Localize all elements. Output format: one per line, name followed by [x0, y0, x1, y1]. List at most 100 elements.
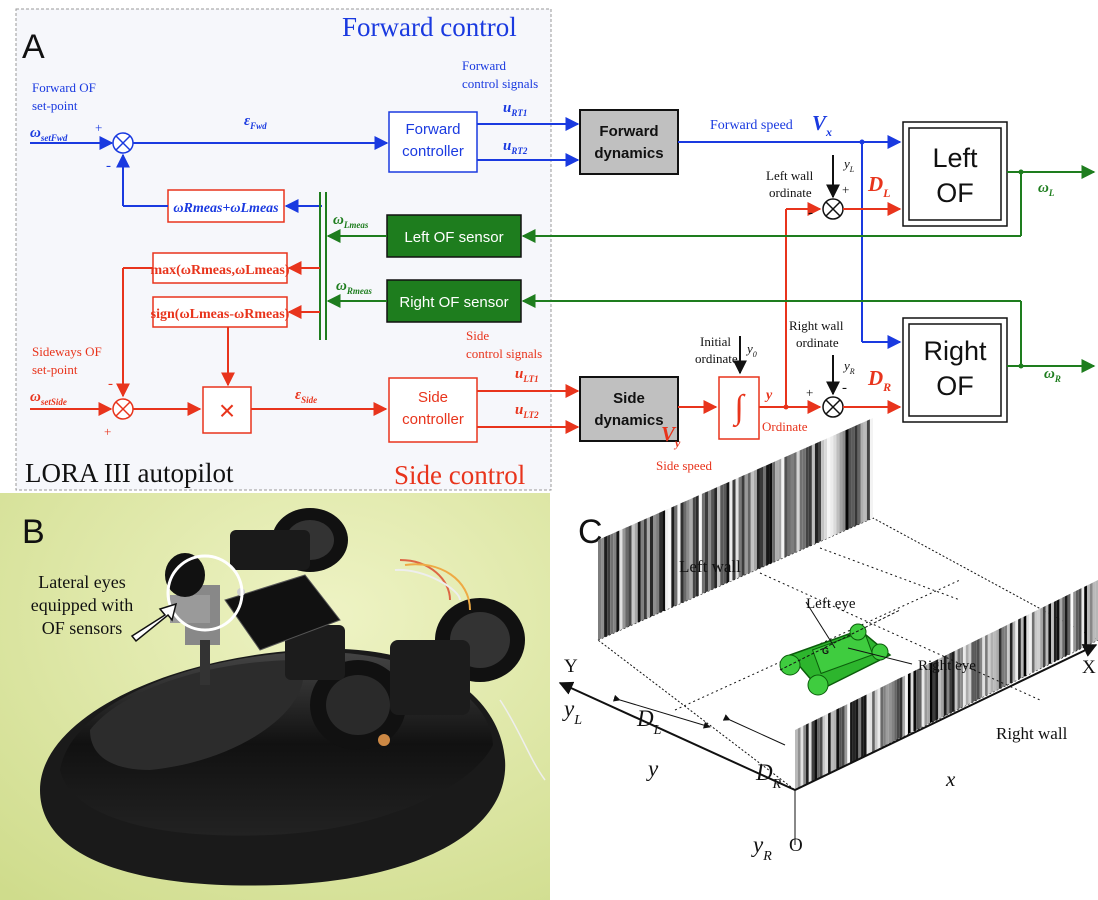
wall-stripe	[711, 488, 715, 590]
wall-stripe	[946, 653, 950, 715]
wall-stripe	[976, 638, 980, 700]
wall-stripe	[637, 521, 641, 623]
max-box-text: max(ωRmeas,ωLmeas)	[150, 263, 289, 278]
wall-stripe	[631, 523, 635, 626]
side-dynamics	[579, 376, 679, 442]
wall-stripe	[784, 455, 788, 558]
wall-stripe	[747, 472, 751, 574]
side-control-title: Side control	[394, 460, 525, 490]
wall-stripe	[814, 442, 818, 544]
wall-stripe	[960, 646, 964, 709]
vy: Vy	[661, 422, 681, 450]
wall-stripe	[968, 642, 972, 705]
g-point: G	[822, 646, 829, 656]
wall-stripe	[793, 451, 797, 554]
wall-stripe	[814, 719, 818, 781]
wall-stripe	[990, 631, 994, 694]
wall-stripe	[888, 682, 892, 744]
wall-stripe	[821, 439, 825, 542]
integral-symbol: ∫	[732, 389, 746, 428]
wall-stripe	[863, 694, 867, 756]
wall-stripe	[808, 721, 812, 784]
initial-ordinate-1: Initial	[700, 334, 731, 349]
wall-stripe	[924, 664, 928, 726]
side-dynamics-line2: dynamics	[594, 412, 663, 429]
left-of-line2: OF	[936, 178, 974, 208]
wall-stripe	[662, 510, 666, 612]
x-axis	[794, 644, 1098, 791]
left-wall-ordinate-1: Left wall	[766, 168, 814, 183]
wall-stripe	[1089, 582, 1093, 645]
wall-stripe	[653, 514, 657, 616]
wall-stripe	[1029, 612, 1032, 675]
ordinate-label: Ordinate	[762, 419, 808, 434]
wall-stripe	[787, 454, 791, 556]
eyes-arrow	[130, 602, 178, 643]
wall-stripe	[836, 708, 840, 770]
wall-stripe	[1018, 618, 1021, 680]
annotation-line1: Lateral eyes	[38, 572, 125, 592]
wall-stripe	[723, 483, 727, 585]
u-rt1: uRT1	[503, 100, 527, 118]
wall-stripe	[902, 675, 906, 737]
wall-stripe	[1020, 616, 1024, 679]
side-dynamics-line1: Side	[613, 390, 645, 407]
wall-stripe	[665, 508, 669, 611]
wall-stripe	[851, 426, 855, 528]
fwd-setpoint-line2: set-point	[32, 98, 78, 113]
wall-stripe	[601, 537, 605, 639]
wall-stripe	[880, 686, 884, 748]
wall-stripe	[796, 450, 800, 552]
wall-stripe	[1075, 589, 1079, 651]
fwd-ctrl-signals-2: control signals	[462, 76, 538, 91]
multiplier-symbol: ×	[219, 395, 235, 426]
wall-stripe	[979, 637, 983, 699]
dl-a: DL	[867, 172, 891, 200]
wall-stripe	[839, 706, 842, 769]
wall-stripe	[1062, 596, 1065, 658]
wall-stripe	[649, 515, 653, 617]
max-box	[152, 252, 288, 284]
y-c: y	[646, 756, 659, 781]
side-ctrl-signals-1: Side	[466, 328, 489, 343]
wall-stripe	[866, 693, 870, 755]
forward-speed-label: Forward speed	[710, 118, 793, 133]
wall-stripe	[616, 530, 620, 632]
wall-stripe	[819, 716, 823, 778]
wall-stripe	[1081, 586, 1085, 649]
right-wall-ordinate-1: Right wall	[789, 318, 844, 333]
wall-stripe	[845, 428, 849, 531]
wall-stripe	[720, 484, 724, 586]
wall-stripe	[963, 645, 966, 707]
wall-stripe	[753, 469, 757, 571]
wall-stripe	[677, 503, 681, 605]
wall-stripe	[855, 698, 859, 760]
wall-stripe	[640, 519, 644, 622]
wall-stripe	[1064, 595, 1068, 657]
wall-stripe	[844, 704, 848, 766]
wall-stripe	[929, 661, 933, 724]
wall-stripe	[1084, 585, 1087, 647]
fwd-minus: -	[106, 158, 111, 174]
wall-stripe	[732, 479, 736, 581]
eps-side: εSide	[295, 387, 317, 405]
omega-lmeas: ωLmeas	[333, 212, 369, 230]
lw-plus: +	[842, 182, 849, 197]
robot	[779, 609, 901, 696]
wall-stripe	[800, 725, 804, 788]
wall-stripe	[918, 667, 922, 729]
wall-stripe	[808, 445, 812, 547]
x-c: x	[945, 767, 956, 791]
wall-stripe	[799, 449, 803, 551]
wall-stripe	[1042, 605, 1046, 668]
wall-stripe	[689, 497, 693, 600]
side-plus: +	[104, 424, 111, 439]
wall-stripe	[1009, 622, 1013, 684]
right-eye-label: Right eye	[918, 658, 976, 674]
wall-stripe	[1004, 625, 1008, 687]
initial-ordinate-2: ordinate	[695, 351, 738, 366]
wall-stripe	[1059, 597, 1063, 660]
wall-stripe	[811, 443, 815, 546]
fwd-controller-line2: controller	[402, 143, 464, 160]
wall-stripe	[940, 656, 944, 718]
